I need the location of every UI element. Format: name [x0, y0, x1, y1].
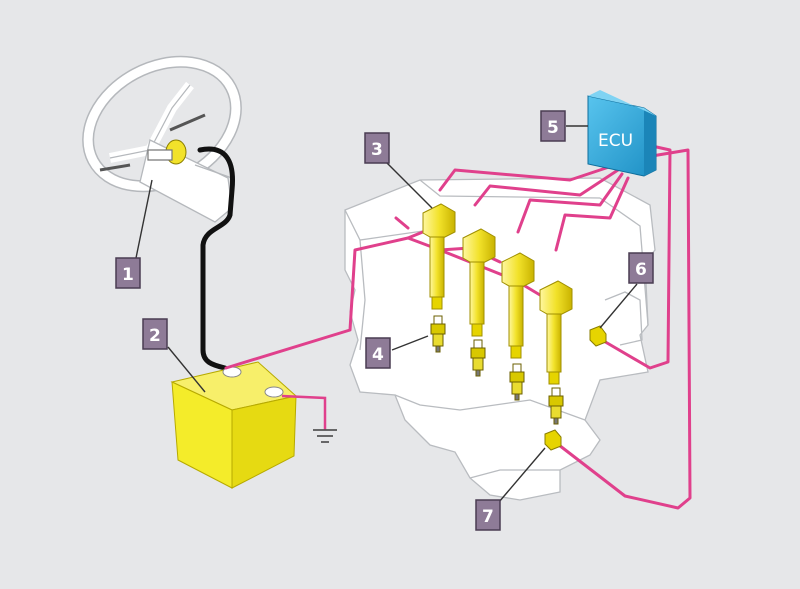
ecu-module: ECU [587, 90, 657, 177]
svg-text:1: 1 [122, 265, 134, 285]
callout-6: 6 [628, 252, 654, 284]
svg-text:5: 5 [547, 118, 559, 138]
spark-plug-3 [509, 363, 525, 401]
ecu-label: ECU [598, 131, 633, 151]
svg-text:6: 6 [635, 260, 647, 280]
callout-5: 5 [540, 110, 566, 142]
callout-3: 3 [364, 132, 390, 164]
spark-plug-4 [548, 387, 564, 425]
engine-block [344, 177, 656, 501]
switch-harness [197, 146, 236, 371]
spark-plug-2 [470, 339, 486, 377]
svg-text:7: 7 [482, 507, 494, 527]
svg-text:3: 3 [371, 140, 383, 160]
ground-symbol [281, 394, 337, 443]
callout-2: 2 [142, 318, 168, 350]
camshaft-position-sensor [589, 325, 607, 347]
spark-plugs [430, 315, 564, 425]
crankshaft-position-sensor [544, 429, 562, 451]
spark-plug-1 [430, 315, 446, 353]
ignition-coils [422, 203, 573, 385]
callout-4: 4 [365, 337, 391, 369]
ignition-coil-2 [462, 228, 496, 337]
callout-1: 1 [115, 257, 141, 289]
battery [170, 361, 298, 489]
svg-text:2: 2 [149, 326, 161, 346]
callout-leaders [135, 125, 638, 503]
callout-7: 7 [475, 499, 501, 531]
steering-wheel [82, 55, 242, 223]
ignition-coil-3 [501, 252, 535, 359]
svg-text:4: 4 [372, 345, 384, 365]
battery-terminal-negative [264, 386, 284, 398]
ignition-coil-1 [422, 203, 456, 310]
ignition-coil-4 [539, 280, 573, 385]
ignition-key [147, 149, 173, 161]
